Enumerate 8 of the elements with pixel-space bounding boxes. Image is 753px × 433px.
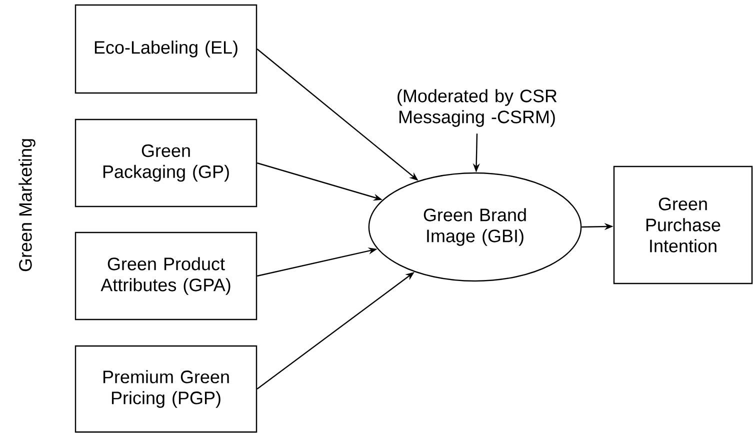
process-box: Premium Green Pricing (PGP)	[74, 345, 258, 433]
ellipse-node: Green Brand Image (GBI)	[368, 172, 582, 282]
side-label: Green Marketing	[18, 139, 36, 272]
process-box: Green Product Attributes (GPA)	[74, 232, 258, 320]
process-box: Eco-Labeling (EL)	[74, 4, 258, 94]
process-box: Green Packaging (GP)	[74, 118, 258, 208]
outcome-box: Green Purchase Intention	[613, 166, 753, 284]
moderator-text: (Moderated by CSR Messaging -CSRM)	[398, 89, 557, 127]
